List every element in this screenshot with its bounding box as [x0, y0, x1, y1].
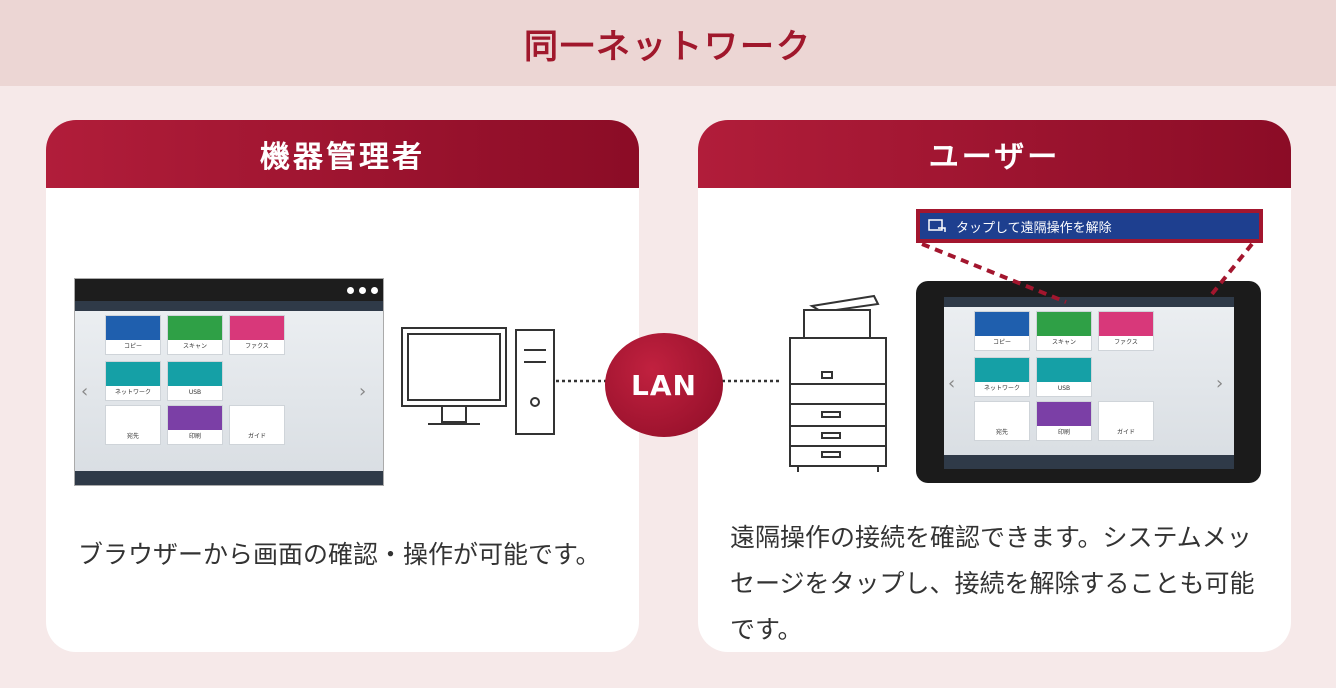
copier-panel-screen: ‹ › コピー スキャン ファクスネットワーク USB 宛先 印刷 ガイド — [75, 301, 383, 485]
tile-icon — [1037, 402, 1091, 426]
panel-bottom-bar — [75, 471, 383, 485]
desktop-pc-icon — [401, 327, 555, 435]
user-description: 遠隔操作の接続を確認できます。システムメッセージをタップし、接続を解除することも… — [730, 523, 1255, 644]
panel-tile: ファクス — [1098, 311, 1154, 351]
tile-label: USB — [188, 389, 202, 396]
window-dot-icon — [347, 287, 354, 294]
page-title: 同一ネットワーク — [524, 26, 812, 67]
panel-bottom-bar — [944, 455, 1234, 469]
tablet-device: ‹ › コピー スキャン ファクスネットワーク USB 宛先 印刷 ガイド — [916, 281, 1261, 483]
tile-label: ファクス — [245, 343, 269, 350]
tile-icon — [1037, 358, 1091, 382]
tile-label: ガイド — [247, 433, 266, 440]
tower-pc-icon — [515, 329, 555, 435]
tile-label: 印刷 — [188, 433, 201, 440]
remote-release-banner[interactable]: タップして遠隔操作を解除 — [916, 209, 1263, 243]
browser-window: ‹ › コピー スキャン ファクスネットワーク USB 宛先 印刷 ガイド — [74, 278, 384, 486]
tile-label: 宛先 — [126, 433, 139, 440]
window-dot-icon — [359, 287, 366, 294]
tile-label: USB — [1057, 385, 1071, 392]
panel-tile: ガイド — [1098, 401, 1154, 441]
tile-label: ファクス — [1114, 339, 1138, 346]
tile-label: ネットワーク — [114, 389, 151, 396]
panel-tile: 印刷 — [167, 405, 223, 445]
panel-tile: ネットワーク — [105, 361, 161, 401]
copier-panel-screen: ‹ › コピー スキャン ファクスネットワーク USB 宛先 印刷 ガイド — [944, 297, 1234, 469]
panel-tile: ファクス — [229, 315, 285, 355]
tile-icon — [1099, 402, 1153, 426]
tile-label: 宛先 — [995, 429, 1008, 436]
remote-icon — [928, 219, 946, 232]
user-card-header: ユーザー — [698, 120, 1291, 188]
tile-label: コピー — [123, 343, 142, 350]
panel-tile: スキャン — [167, 315, 223, 355]
window-dot-icon — [371, 287, 378, 294]
panel-tile: コピー — [974, 311, 1030, 351]
tile-icon — [168, 362, 222, 386]
chevron-left-icon: ‹ — [81, 381, 89, 402]
tile-icon — [168, 406, 222, 430]
admin-card-title: 機器管理者 — [260, 140, 425, 175]
panel-tile: USB — [1036, 357, 1092, 397]
panel-tab-bar — [75, 301, 383, 311]
tile-label: ネットワーク — [983, 385, 1020, 392]
panel-tile: ネットワーク — [974, 357, 1030, 397]
tile-icon — [106, 406, 160, 430]
chevron-right-icon: › — [1216, 373, 1224, 394]
tile-icon — [230, 406, 284, 430]
panel-tile: ガイド — [229, 405, 285, 445]
panel-tab-bar — [944, 297, 1234, 307]
tile-icon — [1099, 312, 1153, 336]
user-card-title: ユーザー — [928, 140, 1061, 175]
tile-label: スキャン — [182, 343, 207, 350]
tile-label: ガイド — [1116, 429, 1135, 436]
tile-icon — [975, 402, 1029, 426]
tile-label: 印刷 — [1057, 429, 1070, 436]
panel-tile: 印刷 — [1036, 401, 1092, 441]
remote-release-label: タップして遠隔操作を解除 — [956, 220, 1112, 236]
panel-tile: 宛先 — [974, 401, 1030, 441]
tile-icon — [168, 316, 222, 340]
panel-tile: コピー — [105, 315, 161, 355]
panel-tile: USB — [167, 361, 223, 401]
browser-titlebar — [75, 279, 383, 301]
tile-icon — [975, 312, 1029, 336]
chevron-right-icon: › — [359, 381, 367, 402]
lan-badge: LAN — [605, 333, 723, 437]
tile-icon — [1037, 312, 1091, 336]
tile-label: コピー — [992, 339, 1011, 346]
lan-connector — [556, 379, 782, 383]
copier-icon — [789, 294, 887, 472]
monitor-icon — [401, 327, 507, 407]
callout-lines — [921, 242, 1254, 304]
tile-label: スキャン — [1051, 339, 1076, 346]
admin-card-header: 機器管理者 — [46, 120, 639, 188]
lan-label: LAN — [631, 368, 697, 402]
tile-icon — [106, 362, 160, 386]
tile-icon — [106, 316, 160, 340]
panel-tile: スキャン — [1036, 311, 1092, 351]
admin-description: ブラウザーから画面の確認・操作が可能です。 — [78, 540, 601, 569]
tile-icon — [230, 316, 284, 340]
chevron-left-icon: ‹ — [948, 373, 956, 394]
page-header: 同一ネットワーク — [0, 0, 1336, 86]
tile-icon — [975, 358, 1029, 382]
panel-tile: 宛先 — [105, 405, 161, 445]
